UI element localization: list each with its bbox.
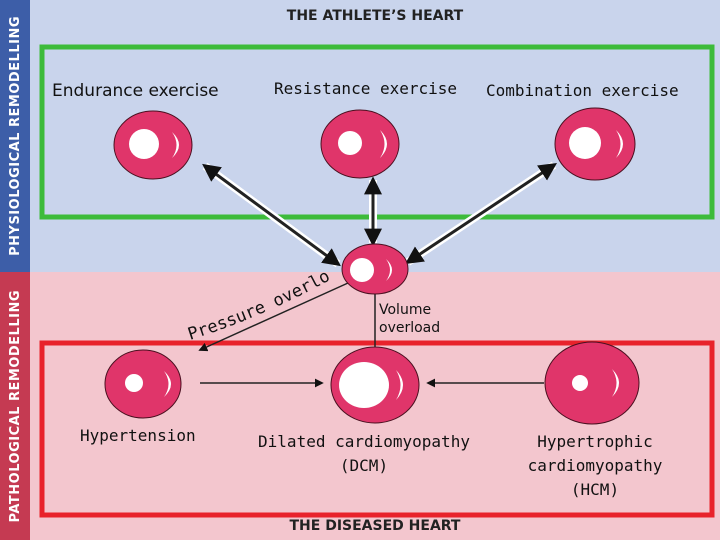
heart-cross-section-icon [113,110,193,180]
diseased-heart-title: THE DISEASED HEART [289,518,461,534]
heart-cross-section-icon [104,349,182,419]
heart-cross-section-icon [544,341,640,425]
heart-cross-section-icon [554,107,636,181]
pressure-overload-arrow [198,282,349,352]
combination-exercise-label: Combination exercise [486,81,679,100]
hypertension-label: Hypertension [80,426,196,445]
hypertrophic-cardiomyopathy-label: Hypertrophic cardiomyopathy (HCM) [527,432,663,499]
double-arrow-icon [202,162,341,268]
volume-overload-label: Volume overload [379,302,441,336]
pathological-box [39,340,715,518]
heart-cross-section-icon [320,109,400,179]
athletes-heart-title: THE ATHLETE’S HEART [286,8,464,24]
double-arrow-icon [405,161,557,266]
resistance-exercise-label: Resistance exercise [274,79,458,98]
pathological-side-strip: PATHOLOGICAL REMODELLING [0,272,30,540]
heart-cross-section-icon [330,346,420,424]
physiological-side-strip: PHYSIOLOGICAL REMODELLING [0,0,30,272]
endurance-exercise-label: Endurance exercise [52,81,219,101]
heart-cross-section-icon [341,243,409,295]
dilated-cardiomyopathy-label: Dilated cardiomyopathy (DCM) [258,432,470,475]
